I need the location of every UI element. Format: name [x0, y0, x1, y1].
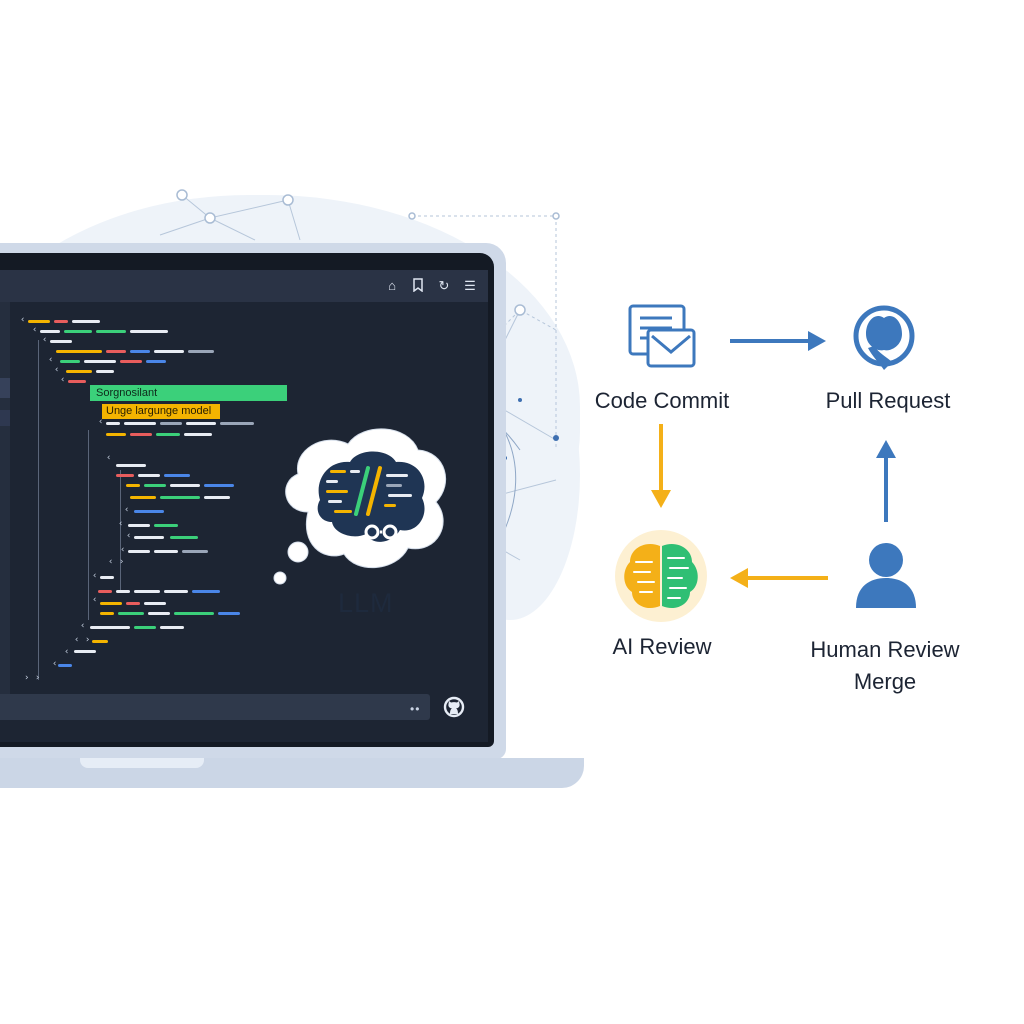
- ai-suggestion-highlight: Sorgnosilant: [90, 385, 287, 401]
- bookmark-icon[interactable]: [410, 278, 426, 294]
- arrow-human-to-pr: [876, 440, 896, 522]
- menu-icon[interactable]: ☰: [464, 278, 476, 293]
- editor-top-bar: ⌂ ↻ ☰: [0, 270, 488, 302]
- editor-side-panel: [0, 302, 10, 694]
- ai-review-label: AI Review: [612, 634, 712, 659]
- model-suggestion-highlight: Unge largunge model: [102, 404, 220, 419]
- refresh-icon[interactable]: ↻: [438, 278, 450, 293]
- code-commit-label: Code Commit: [594, 388, 730, 413]
- laptop-base-notch: [80, 758, 204, 768]
- side-panel-selected-row[interactable]: [0, 378, 10, 398]
- human-review-label: Human Review Merge: [790, 634, 980, 698]
- home-icon[interactable]: ⌂: [388, 278, 396, 293]
- llm-thought-bubble: [273, 428, 447, 585]
- indent-guide: [120, 470, 121, 590]
- pull-request-label: Pull Request: [825, 388, 951, 413]
- arrow-commit-to-ai-review: [651, 424, 671, 508]
- code-commit-icon: [628, 304, 696, 368]
- human-reviewer-icon: [856, 543, 916, 608]
- ai-review-brain-icon: [615, 530, 707, 622]
- brain-code-icon: [317, 451, 425, 542]
- human-review-label-line2: Merge: [853, 669, 917, 694]
- side-panel-row[interactable]: [0, 410, 10, 426]
- indent-guide: [88, 430, 89, 620]
- indent-guide: [38, 340, 39, 680]
- pull-request-icon: [853, 305, 915, 370]
- github-icon[interactable]: [441, 694, 467, 720]
- arrow-human-to-ai-review: [730, 568, 828, 588]
- more-options-icon[interactable]: ••: [410, 702, 421, 716]
- arrow-commit-to-pr: [730, 331, 826, 351]
- llm-label: LLM: [338, 588, 394, 618]
- editor-status-bar: [0, 694, 430, 720]
- human-review-label-line1: Human Review: [810, 637, 960, 662]
